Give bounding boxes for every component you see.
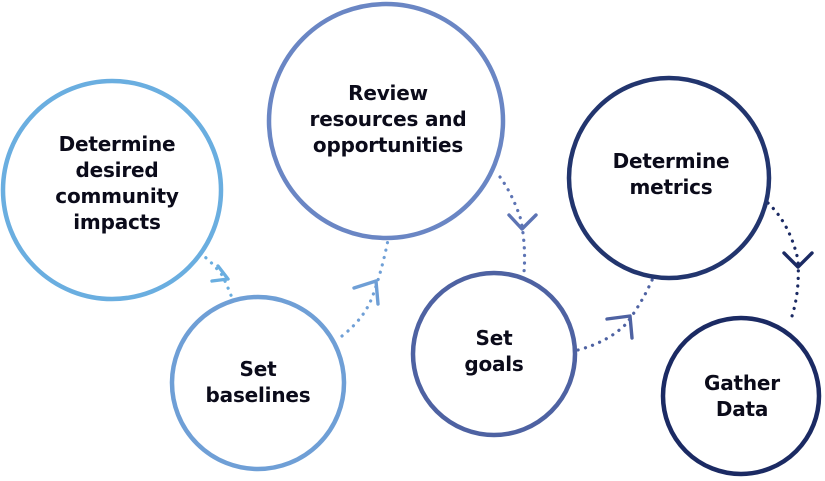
- step-review-resources-and-opportunities: Review resources and opportunities: [266, 1, 506, 241]
- step-label: Set: [476, 326, 514, 350]
- arrow-icon: [782, 251, 814, 269]
- arrow-icon: [605, 314, 634, 340]
- connector-goals-to-metrics: [576, 276, 655, 352]
- step-label: Data: [716, 397, 768, 421]
- connector-metrics-to-data: [766, 201, 814, 324]
- step-label: Determine: [613, 149, 730, 173]
- arrow-icon: [210, 264, 230, 283]
- step-circle: [266, 1, 506, 241]
- dotted-path: [576, 276, 655, 352]
- dotted-path: [498, 175, 527, 274]
- step-label: community: [55, 184, 179, 208]
- step-circle: [169, 294, 347, 472]
- step-label: impacts: [73, 210, 160, 234]
- step-circle: [410, 270, 578, 438]
- step-gather-data: Gather Data: [660, 315, 822, 477]
- step-set-baselines: Set baselines: [169, 294, 347, 472]
- dotted-path: [198, 251, 234, 300]
- arrow-icon: [507, 213, 538, 231]
- step-circle: [566, 75, 772, 281]
- step-label: resources and: [310, 107, 467, 131]
- step-circle: [0, 78, 224, 302]
- dotted-path: [340, 238, 390, 338]
- step-set-goals: Set goals: [410, 270, 578, 438]
- step-label: Review: [348, 81, 428, 105]
- step-circle: [660, 315, 822, 477]
- step-label: Determine: [59, 132, 176, 156]
- step-determine-desired-community-impacts: Determine desired community impacts: [0, 78, 224, 302]
- step-label: desired: [76, 158, 159, 182]
- step-label: metrics: [629, 175, 712, 199]
- step-label: Set: [240, 357, 278, 381]
- step-label: opportunities: [313, 133, 463, 157]
- arrow-icon: [352, 279, 380, 306]
- connector-impacts-to-baselines: [198, 251, 234, 300]
- step-label: Gather: [704, 371, 780, 395]
- connector-baselines-to-review: [340, 238, 390, 338]
- step-label: baselines: [206, 383, 311, 407]
- step-determine-metrics: Determine metrics: [566, 75, 772, 281]
- connector-review-to-goals: [498, 175, 538, 274]
- step-label: goals: [464, 352, 523, 376]
